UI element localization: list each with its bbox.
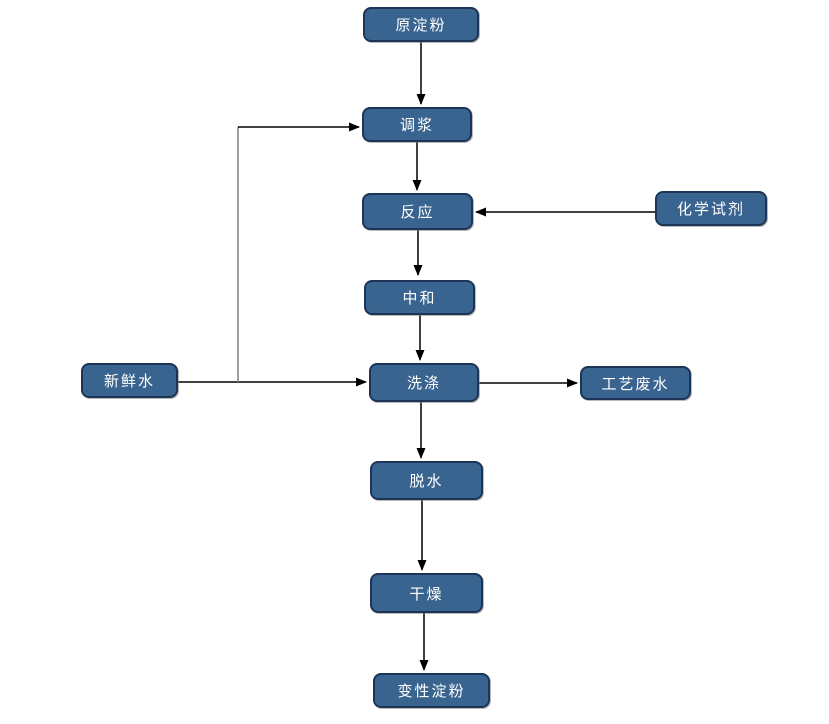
node-slurry: 调浆 — [362, 107, 472, 142]
node-process-wastewater: 工艺废水 — [580, 366, 691, 400]
node-dewatering: 脱水 — [370, 461, 483, 500]
node-fresh-water: 新鲜水 — [81, 363, 178, 398]
node-modified-starch: 变性淀粉 — [373, 673, 490, 708]
node-drying: 干燥 — [370, 573, 483, 613]
node-neutralize: 中和 — [364, 280, 475, 315]
node-chemical-reagent: 化学试剂 — [655, 191, 767, 226]
node-washing: 洗涤 — [369, 363, 479, 402]
node-raw-starch: 原淀粉 — [363, 7, 479, 42]
node-reaction: 反应 — [362, 193, 473, 230]
